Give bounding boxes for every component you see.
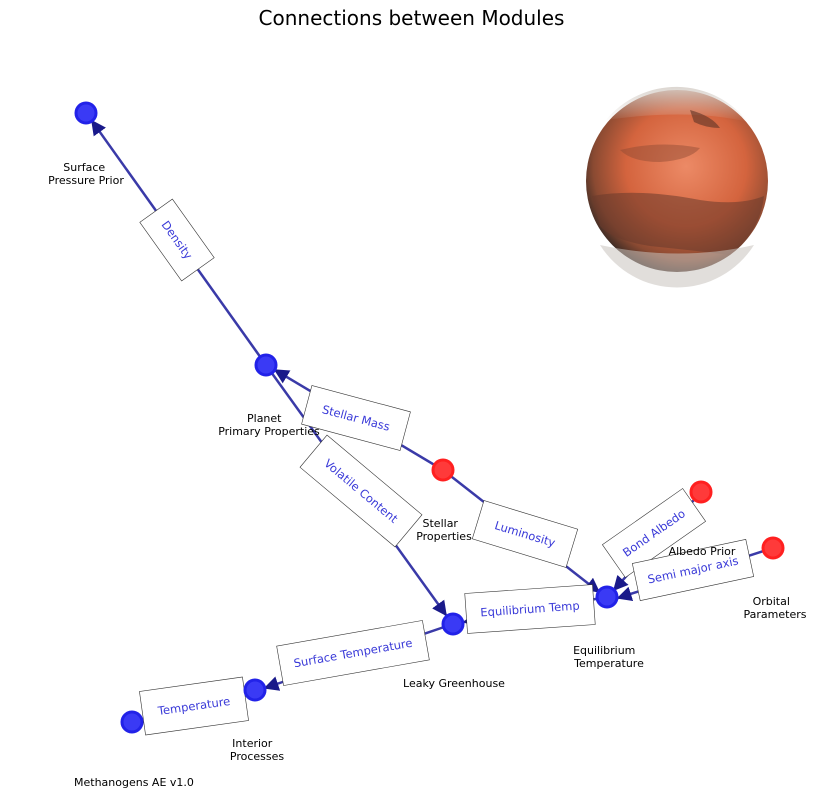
diagram-title: Connections between Modules [258,6,565,30]
node-albedo-prior[interactable] [689,480,713,504]
edge-label-equilibrium-temp: Equilibrium Temp [464,584,596,634]
edge-label-temperature: Temperature [139,676,249,736]
label-surface-pressure-prior: Surface Pressure Prior [48,161,124,187]
label-stellar-properties: Stellar Properties [416,517,472,543]
edge-labels: Density Stellar Mass Volatile Content Lu… [139,198,755,736]
node-leaky-greenhouse[interactable] [441,612,465,636]
label-equilibrium-temperature: Equilibrium Temperature [573,644,644,670]
node-unlabeled-end[interactable] [120,710,144,734]
node-interior-processes[interactable] [243,678,267,702]
label-interior-processes: Interior Processes [230,737,284,763]
node-orbital-parameters[interactable] [761,536,785,560]
node-surface-pressure-prior[interactable] [74,101,98,125]
label-orbital-parameters: Orbital Parameters [744,595,807,621]
edge-label-stellar-mass: Stellar Mass [301,385,411,451]
edge-label-density: Density [139,198,215,282]
node-labels: Surface Pressure Prior Planet Primary Pr… [48,161,807,763]
label-leaky-greenhouse: Leaky Greenhouse [403,677,505,690]
edge-label-text: Equilibrium Temp [480,599,580,620]
edge-label-surface-temperature: Surface Temperature [276,620,430,686]
node-planet-primary-properties[interactable] [254,353,278,377]
version-footer: Methanogens AE v1.0 [74,776,194,789]
edge-label-semi-major-axis: Semi major axis [631,539,755,601]
node-stellar-properties[interactable] [431,458,455,482]
label-albedo-prior: Albedo Prior [669,545,736,558]
nodes [74,101,785,734]
label-planet-primary-properties: Planet Primary Properties [218,412,320,438]
node-equilibrium-temperature[interactable] [595,585,619,609]
edge-label-luminosity: Luminosity [471,500,579,568]
edge-label-volatile-content: Volatile Content [299,434,423,548]
mars-planet-image [586,86,768,288]
